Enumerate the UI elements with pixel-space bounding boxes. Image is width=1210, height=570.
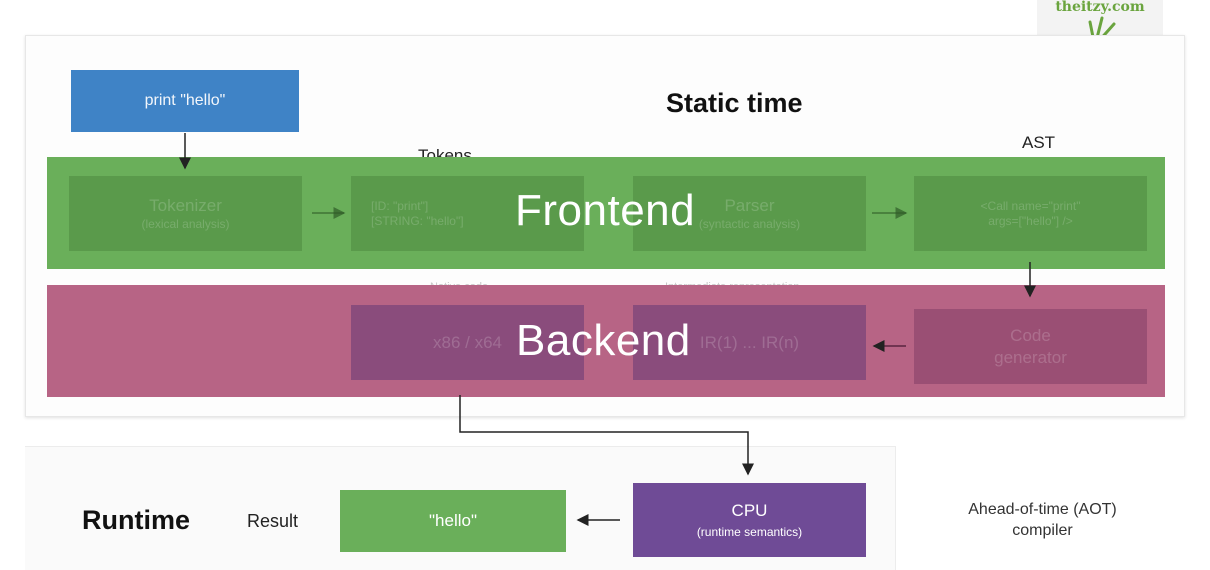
native-to-cpu-arrow (459, 395, 754, 476)
tokenizer-stage: Tokenizer (lexical analysis) (69, 176, 302, 251)
result-box: "hello" (340, 490, 566, 552)
tokens-line-2: [STRING: "hello"] (371, 213, 464, 228)
result-value: "hello" (429, 511, 477, 530)
ir-text: IR(1) ... IR(n) (699, 332, 800, 352)
cpu-box: CPU (runtime semantics) (633, 483, 866, 557)
parser-desc: (syntactic analysis) (698, 216, 801, 231)
runtime-title: Runtime (82, 505, 190, 535)
cpu-name: CPU (731, 501, 768, 520)
native-code-text: x86 / x64 (433, 332, 502, 352)
code-generator-stage: Code generator (914, 309, 1147, 384)
codegen-line-2: generator (994, 347, 1067, 367)
parser-stage: Parser (syntactic analysis) (633, 176, 866, 251)
tokenizer-desc: (lexical analysis) (141, 216, 230, 231)
cpu-desc: (runtime semantics) (696, 525, 803, 539)
backend-title: Backend (516, 316, 691, 365)
ast-label: AST (1022, 133, 1056, 152)
ir-stage: IR(1) ... IR(n) (633, 305, 866, 380)
brand-name: theitzy.com (1055, 0, 1145, 15)
codegen-line-1: Code (1010, 326, 1051, 346)
tokens-line-1: [ID: "print"] (371, 198, 429, 213)
ast-line-1: <Call name="print" (980, 198, 1081, 213)
input-code: print "hello" (144, 92, 226, 109)
frontend-title: Frontend (515, 186, 696, 235)
ast-line-2: args=["hello"] /> (988, 213, 1073, 228)
ast-stage: <Call name="print" args=["hello"] /> (914, 176, 1147, 251)
native-code-stage: x86 / x64 (351, 305, 584, 380)
aot-caption-line-2: compiler (1012, 521, 1073, 539)
parser-name: Parser (724, 196, 775, 216)
tokenizer-name: Tokenizer (149, 196, 222, 216)
input-code-box: print "hello" (71, 70, 299, 132)
result-label: Result (247, 511, 299, 531)
tokens-stage: [ID: "print"] [STRING: "hello"] (351, 176, 584, 251)
static-time-title: Static time (666, 88, 803, 118)
aot-caption: Ahead-of-time (AOT) compiler (925, 500, 1160, 542)
aot-caption-line-1: Ahead-of-time (AOT) (968, 501, 1117, 518)
